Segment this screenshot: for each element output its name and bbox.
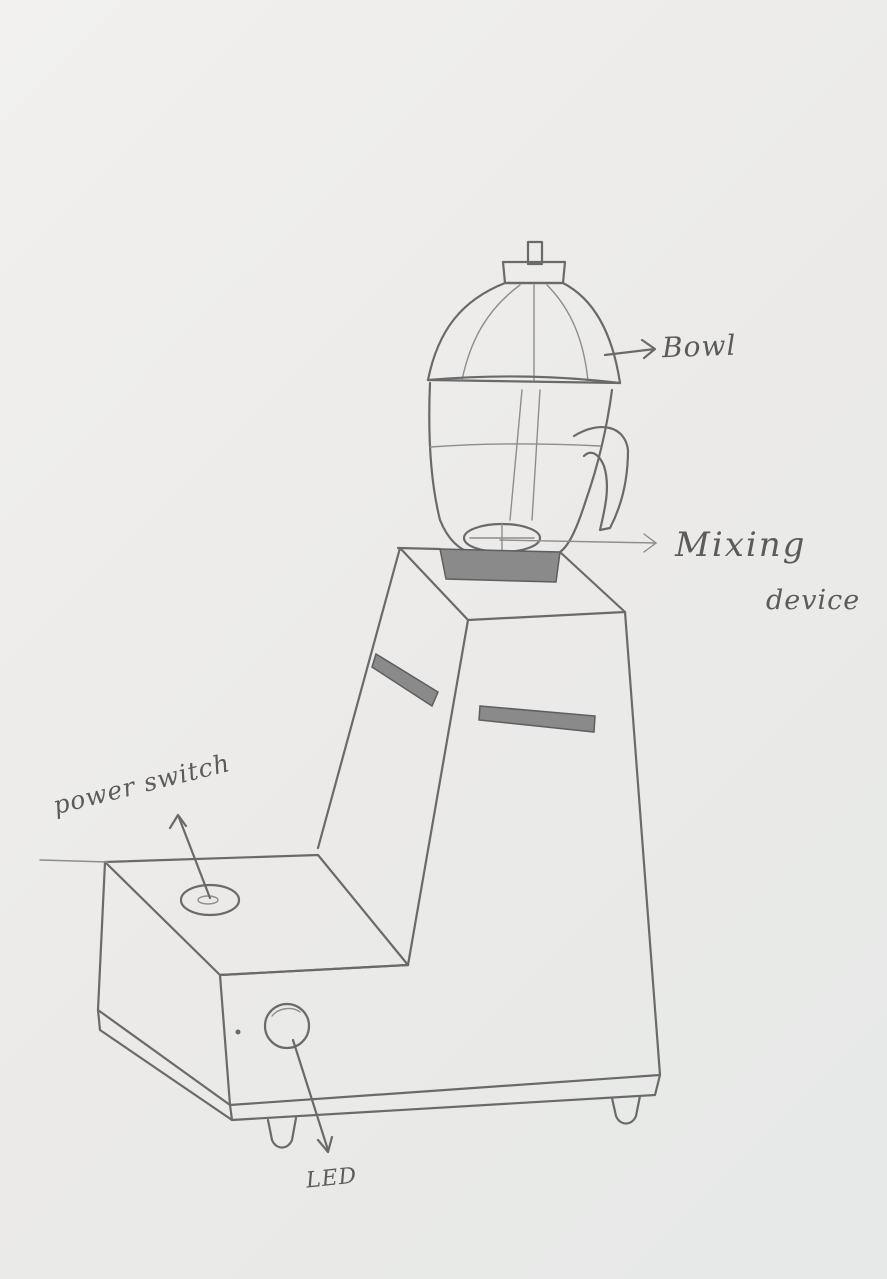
led-indicator	[265, 1004, 309, 1048]
lid-cap	[503, 262, 565, 283]
dome-rib-right	[547, 285, 588, 381]
motor-tower	[318, 548, 660, 1075]
dome-rib-left	[462, 285, 520, 380]
lower-base	[98, 855, 660, 1148]
liquid-level	[430, 444, 600, 447]
blade-cross	[470, 524, 534, 552]
base-left-plinth	[98, 1010, 232, 1120]
lid-knob	[528, 242, 542, 264]
tower-vent-right	[479, 706, 595, 732]
tower-vent-left	[372, 654, 438, 706]
mixing-device-label-line2: device	[766, 585, 860, 616]
base-top-face	[105, 855, 408, 975]
jar-left-side	[429, 383, 470, 552]
foot-front-right	[612, 1096, 640, 1124]
foot-front-left	[268, 1118, 296, 1148]
bowl-jar	[428, 242, 628, 582]
base-front-plinth	[232, 1075, 660, 1120]
led-label: LED	[305, 1163, 359, 1193]
tower-right-edge	[625, 612, 660, 1075]
leader-arrows	[40, 340, 656, 1152]
bowl-label: Bowl	[661, 329, 736, 365]
mixing-device-label-line1: Mixing	[675, 525, 806, 565]
power-switch-underline	[40, 860, 108, 862]
tower-front-face	[318, 548, 468, 965]
base-screw-dot	[236, 1030, 241, 1035]
led-arrow	[293, 1040, 332, 1152]
power-switch	[181, 885, 239, 915]
jar-right-side	[560, 390, 612, 552]
base-front-face	[220, 965, 660, 1105]
coupler-base	[440, 549, 560, 582]
dome-lid	[428, 283, 620, 383]
jar-shaft	[510, 390, 540, 520]
